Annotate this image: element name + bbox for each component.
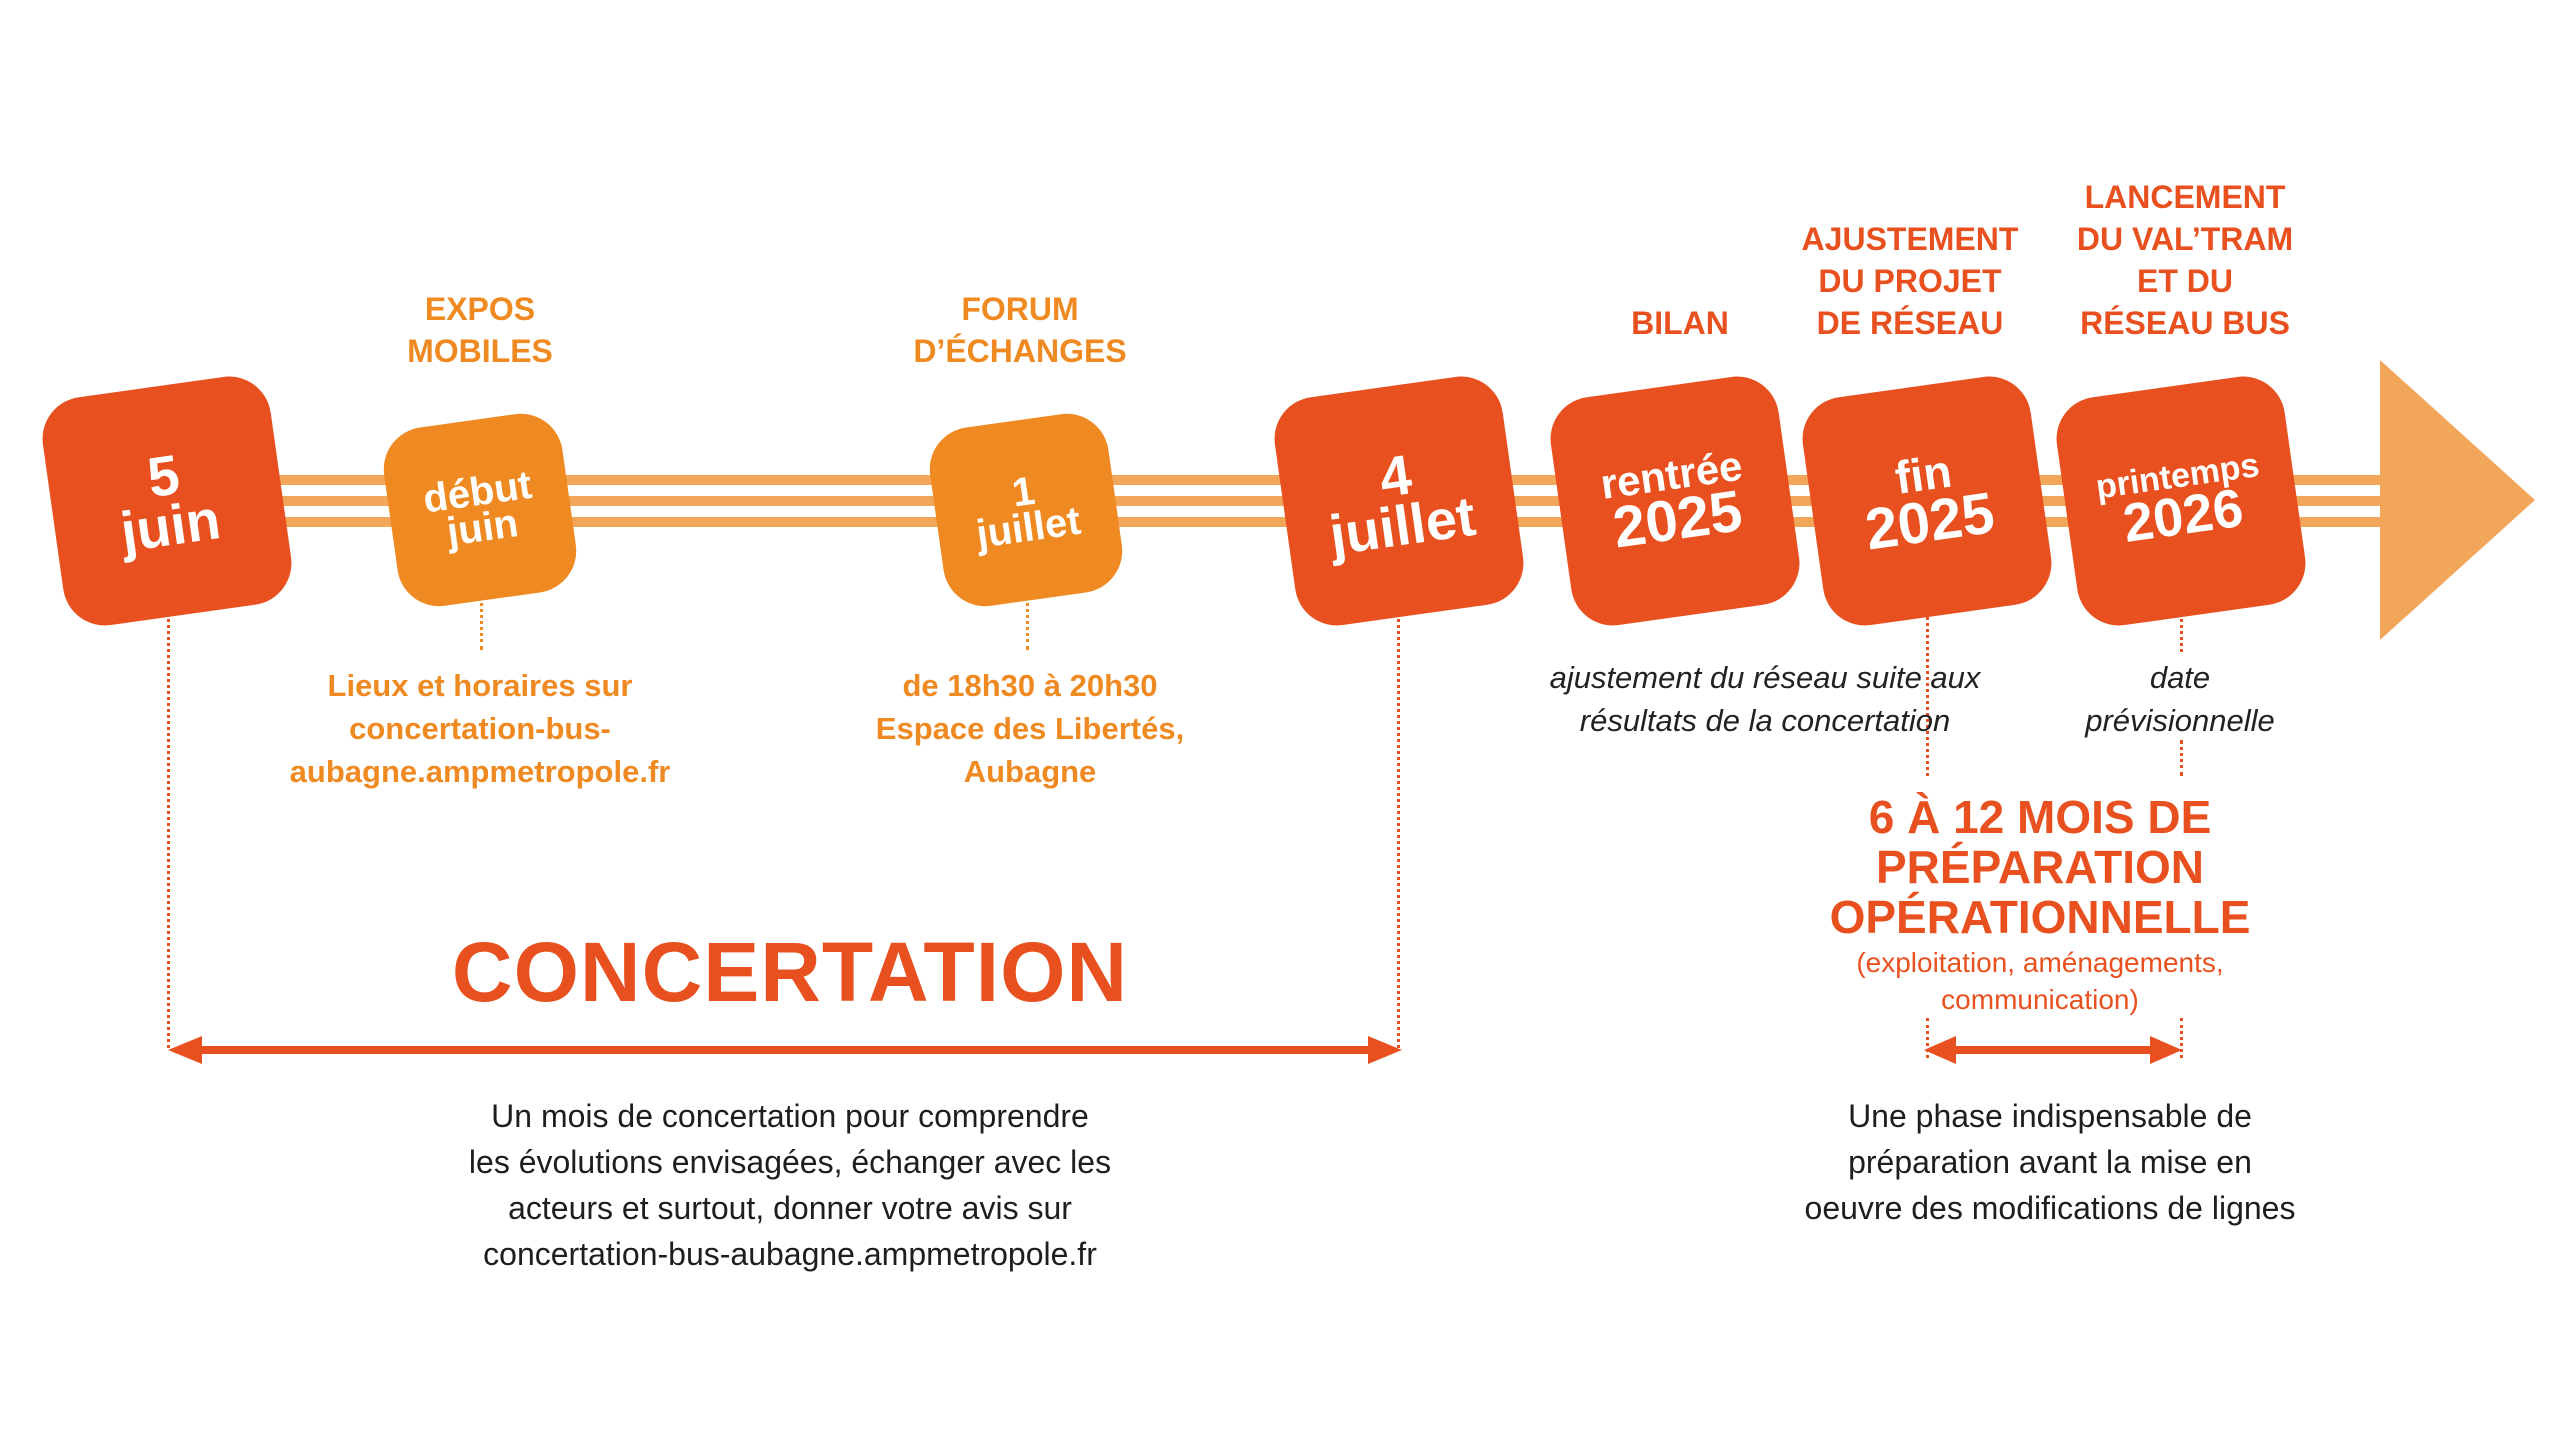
preparation-title: 6 À 12 MOIS DE PRÉPARATION OPÉRATIONNELL… — [1740, 792, 2340, 942]
note-line: date — [2149, 660, 2211, 695]
milestone-line2: juillet — [973, 498, 1084, 557]
description-line: les évolutions envisagées, échanger avec… — [468, 1144, 1112, 1180]
milestone-rentree-2025: rentrée 2025 — [1545, 371, 1805, 631]
note-line: ajustement du réseau suite aux — [1549, 660, 1981, 695]
preparation-subtitle-line: communication) — [1941, 984, 2139, 1015]
description-line: Une phase indispensable de — [1848, 1098, 2252, 1134]
note-forum: de 18h30 à 20h30 Espace des Libertés, Au… — [790, 664, 1270, 793]
heading-expos-mobiles: EXPOS MOBILES — [300, 288, 660, 372]
note-expos-mobiles: Lieux et horaires sur concertation-bus- … — [210, 664, 750, 793]
heading-line: DE RÉSEAU — [1816, 305, 2004, 341]
heading-line: EXPOS — [424, 291, 536, 327]
concertation-description: Un mois de concertation pour comprendre … — [380, 1093, 1200, 1277]
description-line: préparation avant la mise en — [1848, 1144, 2252, 1180]
connector-1-juillet — [1026, 590, 1029, 650]
note-line: Lieux et horaires sur — [327, 668, 633, 703]
heading-line: DU PROJET — [1818, 263, 2002, 299]
connector-debut-juin — [480, 590, 483, 650]
concertation-range-arrow — [168, 1036, 1402, 1064]
milestone-line2: juin — [444, 501, 521, 555]
heading-line: BILAN — [1631, 305, 1729, 341]
heading-line: ET DU — [2137, 263, 2233, 299]
connector-printemps-2026 — [2180, 612, 2183, 652]
preparation-title-line: OPÉRATIONNELLE — [1829, 891, 2251, 943]
heading-lancement: LANCEMENT DU VAL’TRAM ET DU RÉSEAU BUS — [2020, 176, 2350, 344]
heading-line: FORUM — [961, 291, 1079, 327]
heading-line: MOBILES — [407, 333, 553, 369]
note-lancement: date prévisionnelle — [2040, 656, 2320, 742]
milestone-debut-juin: début juin — [378, 408, 582, 612]
heading-line: AJUSTEMENT — [1801, 221, 2019, 257]
heading-forum: FORUM D’ÉCHANGES — [840, 288, 1200, 372]
note-bilan: ajustement du réseau suite aux résultats… — [1500, 656, 2030, 742]
milestone-line2: juillet — [1325, 483, 1480, 567]
connector-printemps-2026-lower — [2180, 740, 2183, 776]
description-line: acteurs et surtout, donner votre avis su… — [508, 1190, 1072, 1226]
milestone-5-juin: 5 juin — [37, 371, 297, 631]
note-line: prévisionnelle — [2085, 703, 2275, 738]
connector-prep-right — [2180, 1018, 2183, 1058]
preparation-subtitle-line: (exploitation, aménagements, — [1856, 947, 2224, 978]
preparation-subtitle: (exploitation, aménagements, communicati… — [1780, 944, 2300, 1018]
milestone-4-juillet: 4 juillet — [1269, 371, 1529, 631]
milestone-line2: 2025 — [1609, 477, 1746, 561]
heading-ajustement: AJUSTEMENT DU PROJET DE RÉSEAU — [1740, 218, 2080, 344]
arrowhead-icon — [2380, 360, 2535, 640]
description-line: oeuvre des modifications de lignes — [1804, 1190, 2296, 1226]
note-line: Espace des Libertés, — [875, 711, 1185, 746]
heading-line: D’ÉCHANGES — [913, 333, 1127, 369]
heading-line: LANCEMENT — [2084, 179, 2286, 215]
milestone-1-juillet: 1 juillet — [924, 408, 1128, 612]
connector-5-juin — [167, 612, 170, 1048]
note-line: Aubagne — [963, 754, 1097, 789]
connector-prep-left — [1926, 1018, 1929, 1058]
milestone-line2: 2026 — [2119, 477, 2247, 554]
heading-bilan: BILAN — [1540, 302, 1820, 344]
milestone-line2: 2025 — [1861, 479, 1999, 563]
note-line: concertation-bus- — [349, 711, 611, 746]
description-line: Un mois de concertation pour comprendre — [491, 1098, 1089, 1134]
preparation-title-line: 6 À 12 MOIS DE — [1868, 791, 2212, 843]
preparation-description: Une phase indispensable de préparation a… — [1760, 1093, 2340, 1231]
note-line: aubagne.ampmetropole.fr — [289, 754, 671, 789]
description-line: concertation-bus-aubagne.ampmetropole.fr — [483, 1236, 1097, 1272]
connector-fin-2025 — [1926, 612, 1929, 776]
connector-4-juillet — [1397, 612, 1400, 1048]
note-line: résultats de la concertation — [1579, 703, 1951, 738]
concertation-title: CONCERTATION — [451, 925, 1129, 1019]
note-line: de 18h30 à 20h30 — [902, 668, 1158, 703]
heading-line: RÉSEAU BUS — [2080, 305, 2290, 341]
milestone-printemps-2026: printemps 2026 — [2051, 371, 2311, 631]
milestone-line2: juin — [116, 487, 225, 564]
heading-line: DU VAL’TRAM — [2076, 221, 2294, 257]
milestone-fin-2025: fin 2025 — [1797, 371, 2057, 631]
preparation-range-arrow — [1924, 1036, 2182, 1064]
preparation-title-line: PRÉPARATION — [1876, 841, 2204, 893]
